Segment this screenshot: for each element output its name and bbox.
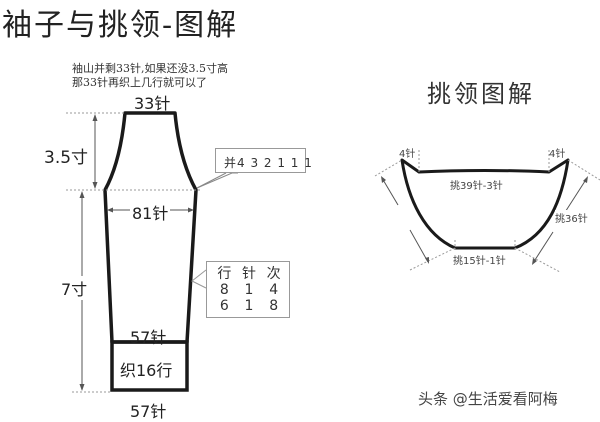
- body-length-label: 7寸: [60, 276, 89, 300]
- arrow-head: [79, 384, 85, 391]
- header-times: 次: [266, 266, 281, 282]
- cap-decrease-callout: 并4 3 2 1 1 1: [215, 148, 312, 173]
- header-rows: 行: [217, 266, 232, 282]
- cuff-box: [110, 340, 189, 392]
- collar-title: 挑领图解: [427, 80, 535, 108]
- page-title: 袖子与挑领-图解: [2, 8, 239, 43]
- cap-height-label: 3.5寸: [44, 143, 91, 168]
- guide-line: [514, 247, 561, 273]
- table-cell: 4: [269, 282, 279, 298]
- table-row: 6 1 8: [215, 298, 289, 314]
- collar-left-corner: 4针: [399, 149, 416, 160]
- arrow-head: [381, 176, 386, 183]
- decrease-table: 行 针 次 8 1 4 6 1 8: [215, 266, 289, 314]
- bottom-stitches: 57针: [130, 402, 167, 421]
- callout-pointer: [191, 269, 207, 289]
- collar-outline: [400, 158, 570, 250]
- collar-left-dimension: [381, 177, 399, 206]
- table-cell: 6: [219, 298, 229, 314]
- guide-line: [374, 159, 403, 177]
- sleeve-note-line-1: 袖山并剩33针,如果还没3.5寸高: [72, 62, 228, 75]
- table-cell: 1: [244, 282, 254, 298]
- arrow-head: [107, 207, 113, 213]
- collar-back-neck: 挑39针-3针: [450, 181, 503, 192]
- decrease-table-callout: 行 针 次 8 1 4 6 1 8: [206, 261, 290, 318]
- sleeve-outline: [103, 111, 198, 344]
- watermark: 头条 @生活爱看阿梅: [418, 390, 558, 408]
- callout-pointer: [196, 172, 238, 189]
- arrow-head: [188, 207, 194, 213]
- cuff-top-stitches: 57针: [130, 328, 167, 347]
- callout-pointer: [196, 172, 227, 189]
- guide-line: [567, 159, 600, 181]
- header-stitches: 针: [241, 266, 256, 282]
- arrow-head: [92, 182, 98, 189]
- collar-left-dimension: [409, 229, 429, 263]
- sleeve-width-stitches: 81针: [130, 200, 171, 224]
- collar-front-neck: 挑15针-1针: [453, 256, 506, 267]
- arrow-head: [425, 257, 429, 264]
- collar-right-dimension: [532, 231, 554, 264]
- collar-right-corner: 4针: [549, 149, 566, 160]
- arrow-head: [583, 176, 588, 183]
- table-row: 8 1 4: [215, 282, 289, 298]
- table-header-row: 行 针 次: [215, 266, 289, 282]
- table-cell: 8: [219, 282, 229, 298]
- arrow-head: [92, 114, 98, 121]
- collar-side: 挑36针: [555, 210, 588, 225]
- table-cell: 8: [269, 298, 279, 314]
- cuff-rows-label: 织16行: [120, 361, 173, 380]
- arrow-head: [532, 258, 537, 265]
- table-cell: 1: [244, 298, 254, 314]
- sleeve-top-stitches: 33针: [134, 94, 171, 113]
- guide-line: [409, 247, 456, 271]
- arrow-head: [79, 191, 85, 198]
- sleeve-note-line-2: 那33针再织上几行就可以了: [72, 76, 207, 89]
